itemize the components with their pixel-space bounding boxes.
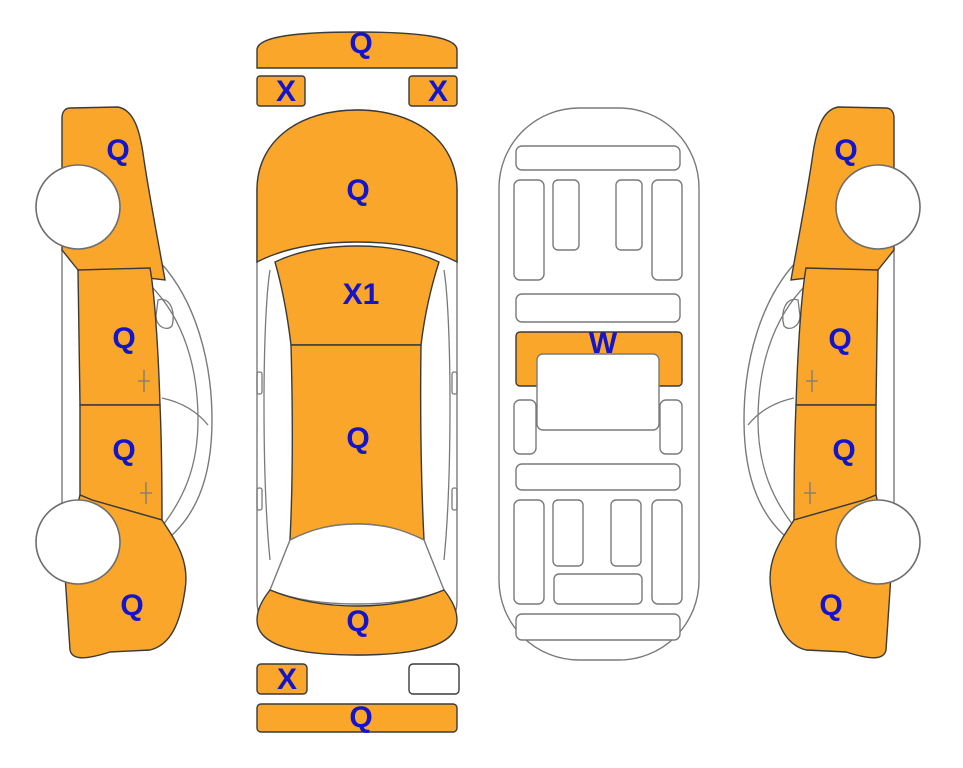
underbody-tunnel — [536, 353, 660, 431]
left-rear-wheel-icon — [35, 499, 121, 585]
headlight-left[interactable] — [256, 75, 306, 107]
headlight-right[interactable] — [408, 75, 458, 107]
code-front-bumper: Q — [349, 27, 372, 60]
code-left-front-fender: Q — [106, 134, 129, 167]
right-side-view — [743, 106, 921, 659]
right-side-glass-line — [757, 284, 807, 536]
code-headlight-left: X — [276, 75, 296, 108]
left-front-door-handle — [138, 370, 150, 392]
underbody-view — [498, 107, 700, 661]
code-roof: Q — [346, 422, 369, 455]
code-right-rear-door: Q — [832, 434, 855, 467]
left-side-glass-line — [149, 284, 199, 536]
code-taillight-left: X — [277, 663, 297, 696]
taillight-right[interactable] — [408, 663, 460, 695]
hood[interactable] — [256, 109, 458, 264]
right-side-mirror — [782, 298, 801, 330]
underbody-rear-inner-right — [610, 499, 642, 567]
underbody-front-inner-left — [552, 179, 580, 251]
code-left-rear-door: Q — [112, 434, 135, 467]
top-left-mirror — [256, 371, 263, 395]
underbody-front-bar — [515, 145, 681, 171]
top-view — [256, 31, 460, 733]
underbody-front-inner-right — [615, 179, 643, 251]
left-side-mirror — [155, 298, 174, 330]
right-rear-wheel-icon — [835, 499, 921, 585]
underbody-crossmember-rear — [515, 463, 681, 491]
underbody-mid-right — [659, 399, 683, 455]
rear-bumper[interactable] — [256, 703, 458, 733]
code-left-rear-quarter: Q — [120, 589, 143, 622]
trunk[interactable] — [256, 589, 458, 656]
underbody-rear-right-rail — [651, 499, 683, 605]
top-left-window — [263, 269, 271, 561]
windshield[interactable] — [274, 245, 440, 346]
code-floor-center: W — [589, 327, 618, 360]
underbody-front-left-rail — [513, 179, 545, 281]
top-right-mirror — [451, 371, 458, 395]
underbody-rear-tank — [553, 573, 643, 605]
right-front-door-handle — [806, 370, 818, 392]
right-side-window-line — [747, 397, 795, 426]
underbody-rear-bar — [515, 613, 681, 641]
left-rear-door-handle — [140, 482, 152, 504]
underbody-front-right-rail — [651, 179, 683, 281]
code-headlight-right: X — [428, 75, 448, 108]
right-front-wheel-icon — [835, 164, 921, 250]
front-bumper[interactable] — [256, 31, 458, 69]
underbody-crossmember-front — [515, 293, 681, 323]
left-side-view — [35, 106, 213, 659]
code-right-rear-quarter: Q — [819, 589, 842, 622]
top-left-rear-mirror — [256, 487, 263, 511]
left-side-window-line — [161, 397, 209, 426]
code-trunk: Q — [346, 605, 369, 638]
right-rear-door-handle — [804, 482, 816, 504]
damage-codes: Q X X Q X1 Q Q X Q W Q Q Q Q Q Q Q Q — [106, 27, 857, 734]
code-rear-bumper: Q — [349, 701, 372, 734]
code-left-front-door: Q — [112, 322, 135, 355]
underbody-mid-left — [513, 399, 537, 455]
code-windshield: X1 — [343, 278, 380, 311]
top-right-window — [443, 269, 451, 561]
top-right-rear-mirror — [451, 487, 458, 511]
underbody-rear-inner-left — [552, 499, 584, 567]
code-right-front-fender: Q — [834, 134, 857, 167]
underbody-rear-left-rail — [513, 499, 545, 605]
taillight-left[interactable] — [256, 663, 308, 695]
left-front-wheel-icon — [35, 164, 121, 250]
code-right-front-door: Q — [828, 323, 851, 356]
code-hood: Q — [346, 174, 369, 207]
